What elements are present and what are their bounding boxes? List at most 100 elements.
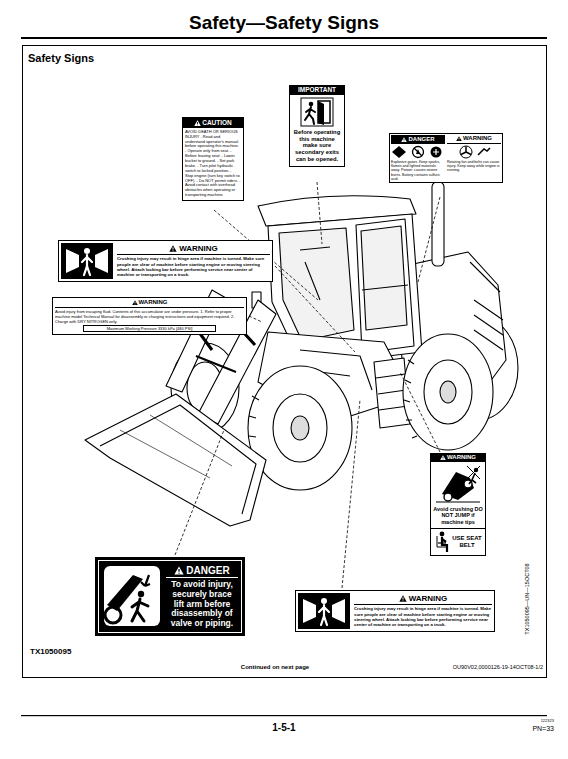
- safety-sign: WARNINGCrushing injury may result in hin…: [58, 240, 273, 282]
- sign-header: DANGER: [186, 564, 229, 577]
- warning-triangle-part: [175, 566, 184, 574]
- wheel-loader-part: [279, 228, 354, 341]
- warning-triangle-part: [197, 124, 199, 126]
- hazard-pictograms-part: [433, 149, 439, 155]
- sign-header: WARNING: [447, 454, 476, 462]
- wheel-loader-part: [120, 415, 232, 478]
- sign-header-row: CAUTION: [183, 118, 243, 128]
- sign-text: AVOID DEATH OR SERIOUS INJURY - Read and…: [183, 128, 243, 200]
- sign-header: WARNING: [179, 244, 218, 254]
- seat-belt-pictogram: [434, 531, 450, 553]
- warning-triangle: [401, 137, 407, 142]
- leader-lines-part: [317, 182, 322, 244]
- hazard-pictograms-part: [391, 145, 445, 159]
- seat-belt-pictogram-part: [438, 542, 446, 543]
- warning-triangle-part: [440, 455, 446, 460]
- crush-pictogram-part: [84, 248, 90, 254]
- warning-triangle-part: [134, 304, 136, 306]
- hazard-pictograms-part: [413, 146, 424, 157]
- warning-triangle-part: [459, 138, 460, 140]
- warning-triangle-part: [169, 245, 176, 251]
- lift-arm-pictogram: [103, 565, 161, 627]
- wheel-loader-part: [403, 334, 493, 450]
- section-heading: Safety Signs: [28, 52, 94, 64]
- warning-triangle: [194, 120, 201, 126]
- fan-pictogram-part: [461, 146, 471, 154]
- lift-arm-pictogram-part: [104, 566, 160, 626]
- safety-sign: IMPORTANT Before operating this machine m…: [289, 85, 345, 167]
- sign-header-row: WARNING: [55, 299, 244, 308]
- warning-triangle-part: [442, 459, 444, 461]
- warning-triangle: [174, 566, 184, 575]
- rollover-pictogram-part: [444, 493, 452, 501]
- warning-triangle-part: [132, 300, 138, 305]
- sign-header: CAUTION: [202, 119, 232, 127]
- hazard-pictograms-part: [414, 148, 422, 156]
- rollover-pictogram-part: [436, 501, 480, 502]
- sign-header-row: DANGER: [391, 135, 445, 144]
- warning-triangle-part: [458, 140, 460, 142]
- rollover-pictogram-part: [467, 466, 480, 479]
- pictogram-panel: [391, 145, 445, 159]
- warning-triangle-part: [456, 136, 462, 141]
- sign-text-row: USE SEAT BELT: [431, 528, 485, 555]
- exit-pictogram-part: [305, 107, 315, 124]
- wheel-loader-part: [196, 356, 236, 372]
- pictogram-panel: [61, 243, 113, 279]
- wheel-loader-part: [85, 394, 266, 526]
- crush-pictogram-part: [95, 249, 108, 273]
- document-code: OU90V02,0000126-19-14OCT08-1/2: [380, 664, 543, 670]
- fan-pictogram: [454, 145, 494, 159]
- hazard-pictograms-part: [392, 146, 406, 158]
- wheel-loader-part: [100, 405, 256, 514]
- fan-pictogram-part: [478, 148, 490, 155]
- pictogram-panel: [447, 145, 501, 159]
- sign-text: Avoid crushing DO NOT JUMP if machine ti…: [431, 506, 485, 528]
- warning-triangle-part: [399, 595, 406, 601]
- leader-lines-part: [400, 372, 440, 452]
- page-title: Safety—Safety Signs: [0, 12, 568, 34]
- safety-sign: WARNING Avoid crushing DO NOT JUMP if mac…: [430, 453, 486, 556]
- sign-header: WARNING: [409, 594, 448, 604]
- warning-triangle-part: [404, 140, 406, 142]
- safety-sign: DANGER WARNING Explosive gases. Keep spark…: [389, 133, 503, 183]
- warning-triangle-part: [194, 120, 200, 126]
- exit-pictogram: [300, 97, 334, 127]
- wheel-loader-part: [432, 182, 444, 266]
- lift-arm-pictogram-part: [105, 607, 121, 623]
- fan-pictogram-part: [460, 146, 472, 158]
- sign-text: Avoid injury from escaping fluid. Conten…: [55, 308, 244, 324]
- figure-code: TX1050095—UN—15OCT08: [524, 534, 530, 664]
- sign-text: To avoid injury, securely brace lift arm…: [166, 578, 238, 629]
- sign-header: IMPORTANT: [290, 86, 344, 95]
- wheel-loader-part: [273, 394, 327, 462]
- warning-triangle-part: [173, 247, 174, 249]
- pictogram-panel: [102, 564, 162, 629]
- date-code: 122323: [496, 718, 554, 723]
- sign-header: WARNING: [463, 135, 492, 143]
- wheel-loader-part: [356, 219, 414, 353]
- warning-triangle-part: [402, 600, 403, 601]
- crush-pictogram-part: [303, 599, 316, 623]
- warning-triangle-part: [197, 122, 198, 124]
- wheel-loader-part: [470, 262, 503, 350]
- wheel-loader-part: [404, 360, 417, 438]
- page-rules: [21, 37, 547, 716]
- sign-text: Before operating this machine make sure …: [290, 129, 344, 166]
- wheel-loader-part: [300, 247, 330, 300]
- sign-text: Rotating fan and belts can cause injury.…: [447, 160, 501, 182]
- crush-pictogram: [64, 243, 110, 279]
- sign-header: DANGER: [408, 136, 434, 144]
- warning-triangle: [132, 300, 138, 305]
- warning-triangle-part: [402, 597, 403, 599]
- safety-sign: WARNINGAvoid injury from escaping fluid.…: [52, 297, 247, 335]
- wheel-loader-part: [361, 226, 407, 330]
- exit-pictogram-part: [318, 101, 324, 125]
- sign-text: Crushing injury may result in hinge area…: [117, 255, 270, 279]
- exit-pictogram-part: [301, 98, 333, 126]
- sign-text: USE SEAT BELT: [452, 535, 482, 549]
- sign-text: Explosive gases. Keep sparks, flames and…: [391, 160, 445, 182]
- warning-triangle-part: [134, 302, 135, 304]
